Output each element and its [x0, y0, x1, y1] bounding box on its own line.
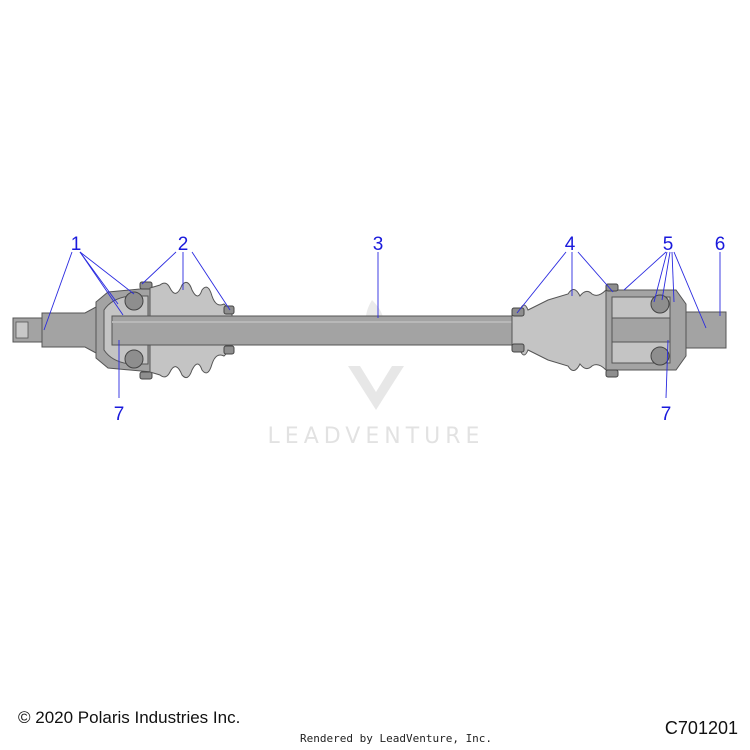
callout-1: 1: [71, 234, 82, 255]
callout-7-right: 7: [661, 404, 672, 425]
callout-6: 6: [715, 234, 726, 255]
callout-7-left: 7: [114, 404, 125, 425]
leader-lines: [43, 251, 721, 399]
left-stub-shaft: [12, 306, 97, 354]
rendered-by-text: Rendered by LeadVenture, Inc.: [300, 732, 493, 745]
left-boot-clamp: [223, 305, 235, 315]
right-stub-shaft: [685, 311, 727, 349]
callout-5: 5: [663, 234, 674, 255]
callout-2: 2: [178, 234, 189, 255]
copyright-text: © 2020 Polaris Industries Inc.: [18, 708, 241, 727]
callout-4: 4: [565, 234, 576, 255]
callout-3: 3: [373, 234, 384, 255]
right-boot-clamp-lower: [511, 343, 525, 353]
left-boot-clamp-lower: [223, 345, 235, 355]
right-cv-joint: [605, 283, 687, 378]
figure-id: C701201: [664, 718, 738, 738]
watermark-text: LEADVENTURE: [268, 424, 485, 449]
